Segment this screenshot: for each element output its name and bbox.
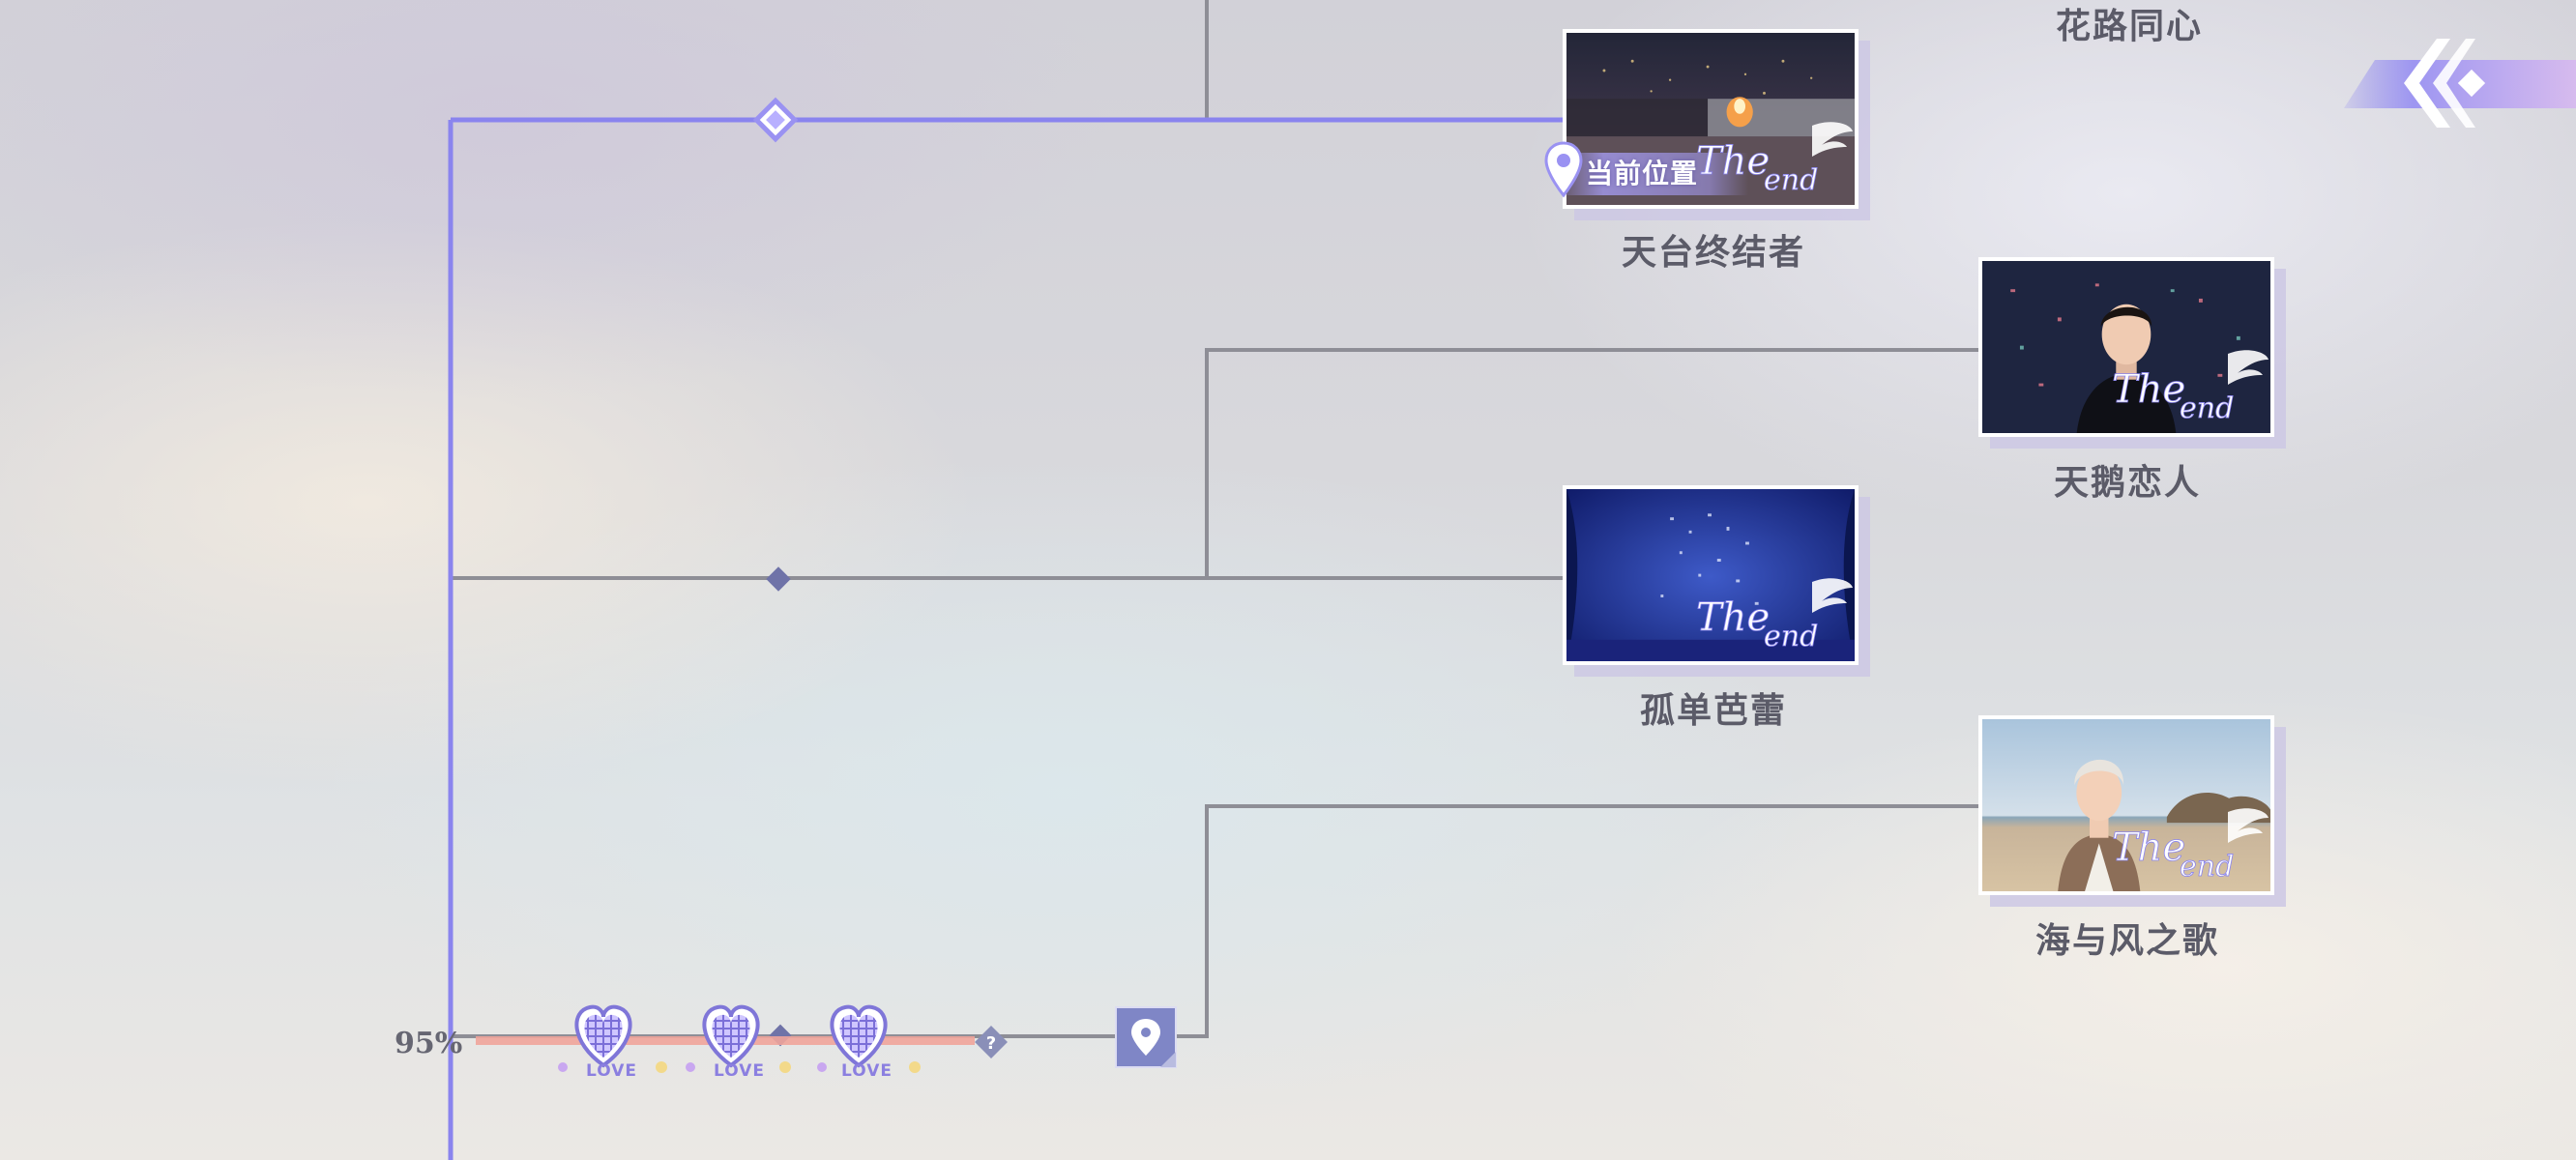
svg-text:end: end	[2180, 850, 2234, 884]
branch-title-swan: 天鹅恋人	[2053, 462, 2201, 503]
heart-label: LOVE	[714, 1061, 765, 1081]
ending-card-ballet[interactable]: The end	[1563, 485, 1859, 665]
the-end-badge: The end	[1696, 122, 1853, 197]
svg-text:The: The	[1696, 595, 1770, 640]
branch-title-rooftop: 天台终结者	[1621, 232, 1805, 273]
the-end-badge: The end	[2112, 808, 2269, 884]
unknown-node-glyph: ?	[986, 1033, 996, 1054]
heart-icon[interactable]	[817, 1004, 921, 1073]
location-pin-icon	[1544, 141, 1583, 198]
diamond-node[interactable]	[766, 566, 791, 592]
question-diamond-icon[interactable]	[975, 1026, 1008, 1058]
double-chevron-left-icon	[2404, 39, 2486, 128]
svg-text:The: The	[2112, 826, 2185, 870]
heart-icon[interactable]	[686, 1004, 791, 1073]
svg-text:end: end	[2180, 392, 2234, 425]
heart-label: LOVE	[841, 1061, 893, 1081]
ending-thumbnail	[1566, 489, 1855, 661]
current-location-tag	[1566, 153, 1748, 195]
branch-title-top: 花路同心	[2055, 6, 2203, 46]
heart-icon[interactable]	[558, 1004, 667, 1073]
back-button[interactable]	[2344, 35, 2576, 131]
active-diamond-node[interactable]	[752, 97, 799, 143]
ending-thumbnail	[1982, 261, 2270, 433]
location-pin-icon[interactable]	[1115, 1006, 1177, 1068]
branch-title-sea: 海与风之歌	[2034, 920, 2219, 961]
svg-text:The: The	[1696, 139, 1770, 184]
svg-text:end: end	[1764, 620, 1818, 653]
active-path	[448, 117, 1563, 1160]
the-end-badge: The end	[1696, 578, 1853, 653]
heart-label: LOVE	[586, 1061, 637, 1081]
current-location-label: 当前位置	[1586, 158, 1699, 189]
ending-thumbnail	[1982, 719, 2270, 891]
ending-card-swan[interactable]: The end	[1978, 257, 2274, 437]
ending-card-sea[interactable]: The end	[1978, 715, 2274, 895]
svg-text:The: The	[2112, 367, 2185, 412]
progress-percent: 95%	[395, 1027, 463, 1060]
ending-card-rooftop[interactable]: The end	[1563, 29, 1859, 209]
svg-text:end: end	[1764, 163, 1818, 197]
branch-title-ballet: 孤单芭蕾	[1639, 690, 1787, 731]
the-end-badge: The end	[2112, 350, 2269, 425]
